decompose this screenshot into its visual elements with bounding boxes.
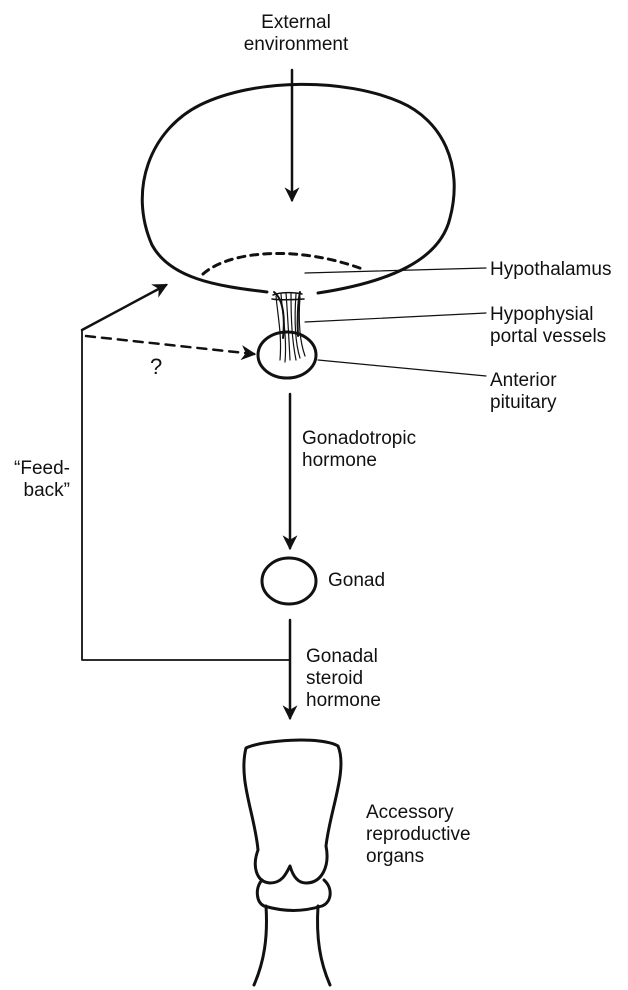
anterior-pituitary-label: Anterior pituitary [490, 370, 557, 414]
accessory-organs-label: Accessory reproductive organs [366, 802, 471, 868]
anterior-pituitary-shape [258, 332, 316, 378]
portal-vessels-label: Hypophysial portal vessels [490, 304, 606, 348]
feedback-arrow-hypothalamus [82, 285, 166, 330]
pituitary-leader [318, 360, 486, 376]
accessory-organ-lower-right [318, 906, 331, 985]
accessory-organ-upper [244, 740, 341, 883]
accessory-organ-lower-left [254, 906, 267, 985]
feedback-label: “Feed- back” [0, 458, 70, 502]
portal-vessels [272, 293, 305, 362]
brain-outline [142, 84, 454, 293]
uncertain-feedback-mark: ? [150, 356, 162, 378]
gonad-label: Gonad [328, 570, 385, 592]
hypothalamus-boundary [203, 253, 365, 274]
gonadal-steroid-hormone-label: Gonadal steroid hormone [306, 646, 381, 712]
feedback-arrow-pituitary [86, 336, 254, 354]
feedback-line [82, 330, 290, 660]
gonadotropic-hormone-label: Gonadotropic hormone [302, 428, 416, 472]
external-environment-label: External environment [236, 12, 356, 56]
portal-vessels-leader [305, 313, 486, 322]
gonad-shape [262, 558, 316, 604]
hypothalamus-label: Hypothalamus [490, 259, 611, 281]
